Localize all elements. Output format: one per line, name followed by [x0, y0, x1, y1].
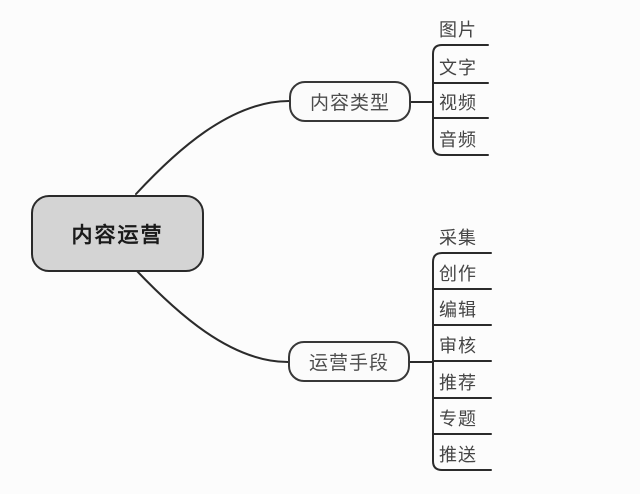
leaf-topic-text[interactable]: 文字	[439, 58, 477, 79]
branch-topic-content-type[interactable]: 内容类型	[289, 81, 411, 122]
root-topic[interactable]: 内容运营	[31, 195, 204, 272]
branch-topic-label: 运营手段	[308, 352, 389, 374]
leaf-topic-review[interactable]: 审核	[439, 336, 477, 357]
leaf-topic-recommend[interactable]: 推荐	[439, 373, 477, 394]
leaf-topic-image[interactable]: 图片	[439, 20, 477, 41]
curve-root-to-content-type	[135, 100, 290, 195]
leaf-topic-audio[interactable]: 音频	[439, 130, 477, 151]
leaf-topic-push[interactable]: 推送	[439, 445, 477, 466]
leaf-topic-special[interactable]: 专题	[439, 409, 477, 430]
leaf-topic-video[interactable]: 视频	[439, 93, 477, 114]
root-topic-label: 内容运营	[71, 222, 164, 247]
branch-topic-label: 内容类型	[309, 92, 390, 114]
leaf-topic-create[interactable]: 创作	[439, 264, 477, 285]
leaf-topic-edit[interactable]: 编辑	[439, 300, 477, 321]
branch-topic-operation-methods[interactable]: 运营手段	[288, 341, 410, 382]
leaf-topic-collect[interactable]: 采集	[439, 228, 477, 249]
curve-root-to-operation-methods	[135, 269, 289, 363]
